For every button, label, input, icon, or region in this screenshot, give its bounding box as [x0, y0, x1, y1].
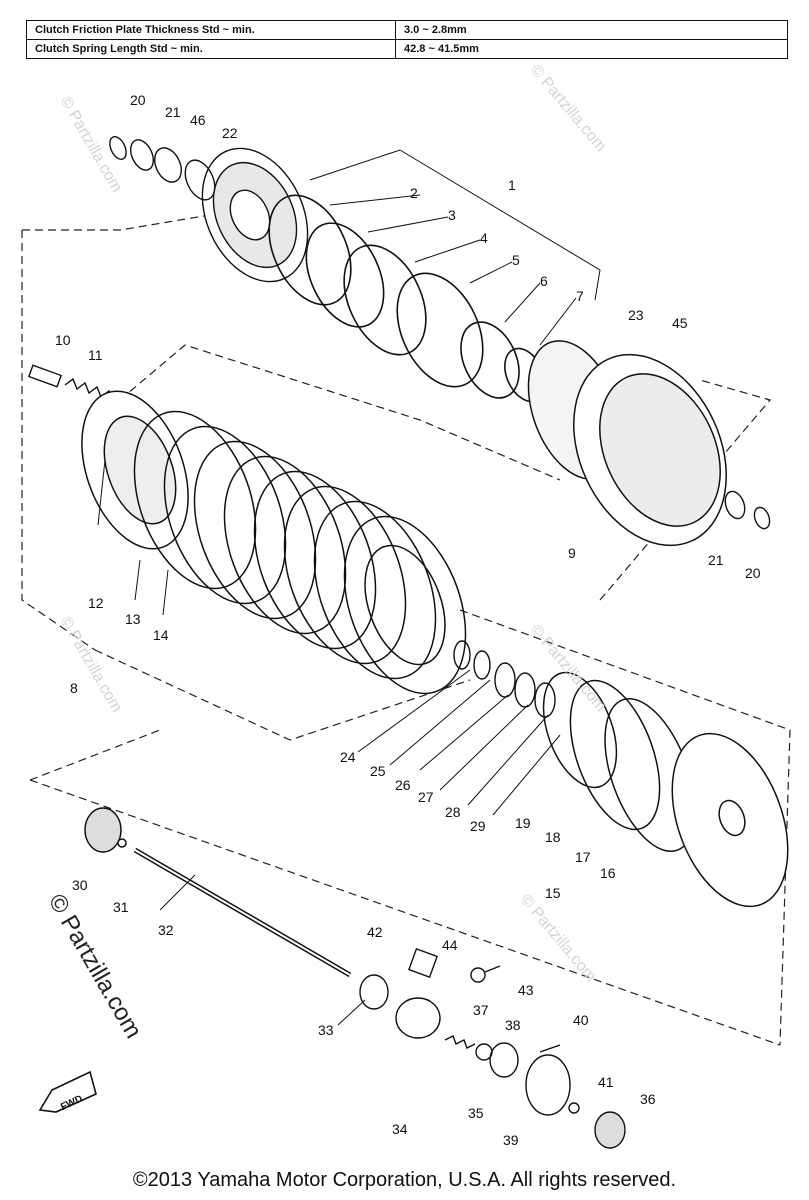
part-number: 8 [70, 680, 78, 696]
spec-value: 42.8 ~ 41.5mm [395, 39, 788, 59]
part-number: 18 [545, 829, 561, 845]
clutch-exploded-diagram: FWD 1 2 3 4 5 6 7 8 9 10 11 12 13 [21, 62, 791, 1149]
part-number-labels: 1 2 3 4 5 6 7 8 9 10 11 12 13 14 15 16 1… [55, 92, 761, 1148]
part-number: 17 [575, 849, 591, 865]
watermark-text: © Partzilla.com [57, 94, 126, 196]
group-boundaries [21, 199, 791, 1046]
watermark-text: © Partzilla.com [517, 892, 599, 986]
clutch-housing-top [201, 147, 309, 283]
part-number: 42 [367, 924, 383, 940]
part-number: 37 [473, 1002, 489, 1018]
spec-table: Clutch Friction Plate Thickness Std ~ mi… [26, 20, 788, 59]
watermark-text: © Partzilla.com [57, 614, 126, 716]
part-number: 1 [508, 177, 516, 193]
part-number: 13 [125, 611, 141, 627]
watermark-text: © Partzilla.com [527, 62, 609, 156]
primary-driven-gear-housing [527, 340, 727, 547]
part-number: 33 [318, 1022, 334, 1038]
part-number: 21 [708, 552, 724, 568]
small-rings [453, 640, 556, 718]
part-number: 29 [470, 818, 486, 834]
copyright-footer: ©2013 Yamaha Motor Corporation, U.S.A. A… [132, 1169, 677, 1191]
friction-plate-stack [133, 410, 467, 695]
part-number: 35 [468, 1105, 484, 1121]
part-number: 19 [515, 815, 531, 831]
part-number: 15 [545, 885, 561, 901]
part-number: 12 [88, 595, 104, 611]
part-number: 16 [600, 865, 616, 881]
part-number: 6 [540, 273, 548, 289]
part-number: 39 [503, 1132, 519, 1148]
part-number: 14 [153, 627, 169, 643]
leader-lines [97, 149, 601, 1026]
part-number: 46 [190, 112, 206, 128]
part-number: 44 [442, 937, 458, 953]
part-number: 34 [392, 1121, 408, 1137]
part-number: 23 [628, 307, 644, 323]
part-number: 38 [505, 1017, 521, 1033]
part-number: 40 [573, 1012, 589, 1028]
part-number: 20 [130, 92, 146, 108]
watermarks: © Partzilla.com © Partzilla.com © Partzi… [43, 62, 609, 1043]
part-number: 4 [480, 230, 488, 246]
watermark-text: © Partzilla.com [527, 622, 609, 716]
push-rod-parts [84, 807, 352, 978]
part-number: 31 [113, 899, 129, 915]
part-number: 26 [395, 777, 411, 793]
release-mechanism [359, 948, 626, 1149]
part-number: 24 [340, 749, 356, 765]
part-number: 22 [222, 125, 238, 141]
watermark-text-large: © Partzilla.com [43, 890, 147, 1044]
part-number: 45 [672, 315, 688, 331]
spec-label: Clutch Spring Length Std ~ min. [26, 39, 396, 59]
part-number: 20 [745, 565, 761, 581]
part-number: 3 [448, 207, 456, 223]
fwd-arrow-icon: FWD [38, 1070, 97, 1113]
part-number: 5 [512, 252, 520, 268]
part-number: 25 [370, 763, 386, 779]
part-number: 9 [568, 545, 576, 561]
part-number: 27 [418, 789, 434, 805]
part-number: 36 [640, 1091, 656, 1107]
part-number: 2 [410, 185, 418, 201]
clutch-boss-assembly [542, 671, 789, 908]
part-number: 10 [55, 332, 71, 348]
top-washers [109, 136, 216, 201]
part-number: 11 [88, 347, 103, 363]
part-number: 21 [165, 104, 181, 120]
part-number: 7 [576, 288, 584, 304]
part-number: 32 [158, 922, 174, 938]
right-washers [724, 490, 771, 530]
part-number: 41 [598, 1074, 614, 1090]
spec-row: Clutch Spring Length Std ~ min. 42.8 ~ 4… [26, 39, 788, 59]
part-number: 30 [72, 877, 88, 893]
part-number: 43 [518, 982, 534, 998]
part-number: 28 [445, 804, 461, 820]
